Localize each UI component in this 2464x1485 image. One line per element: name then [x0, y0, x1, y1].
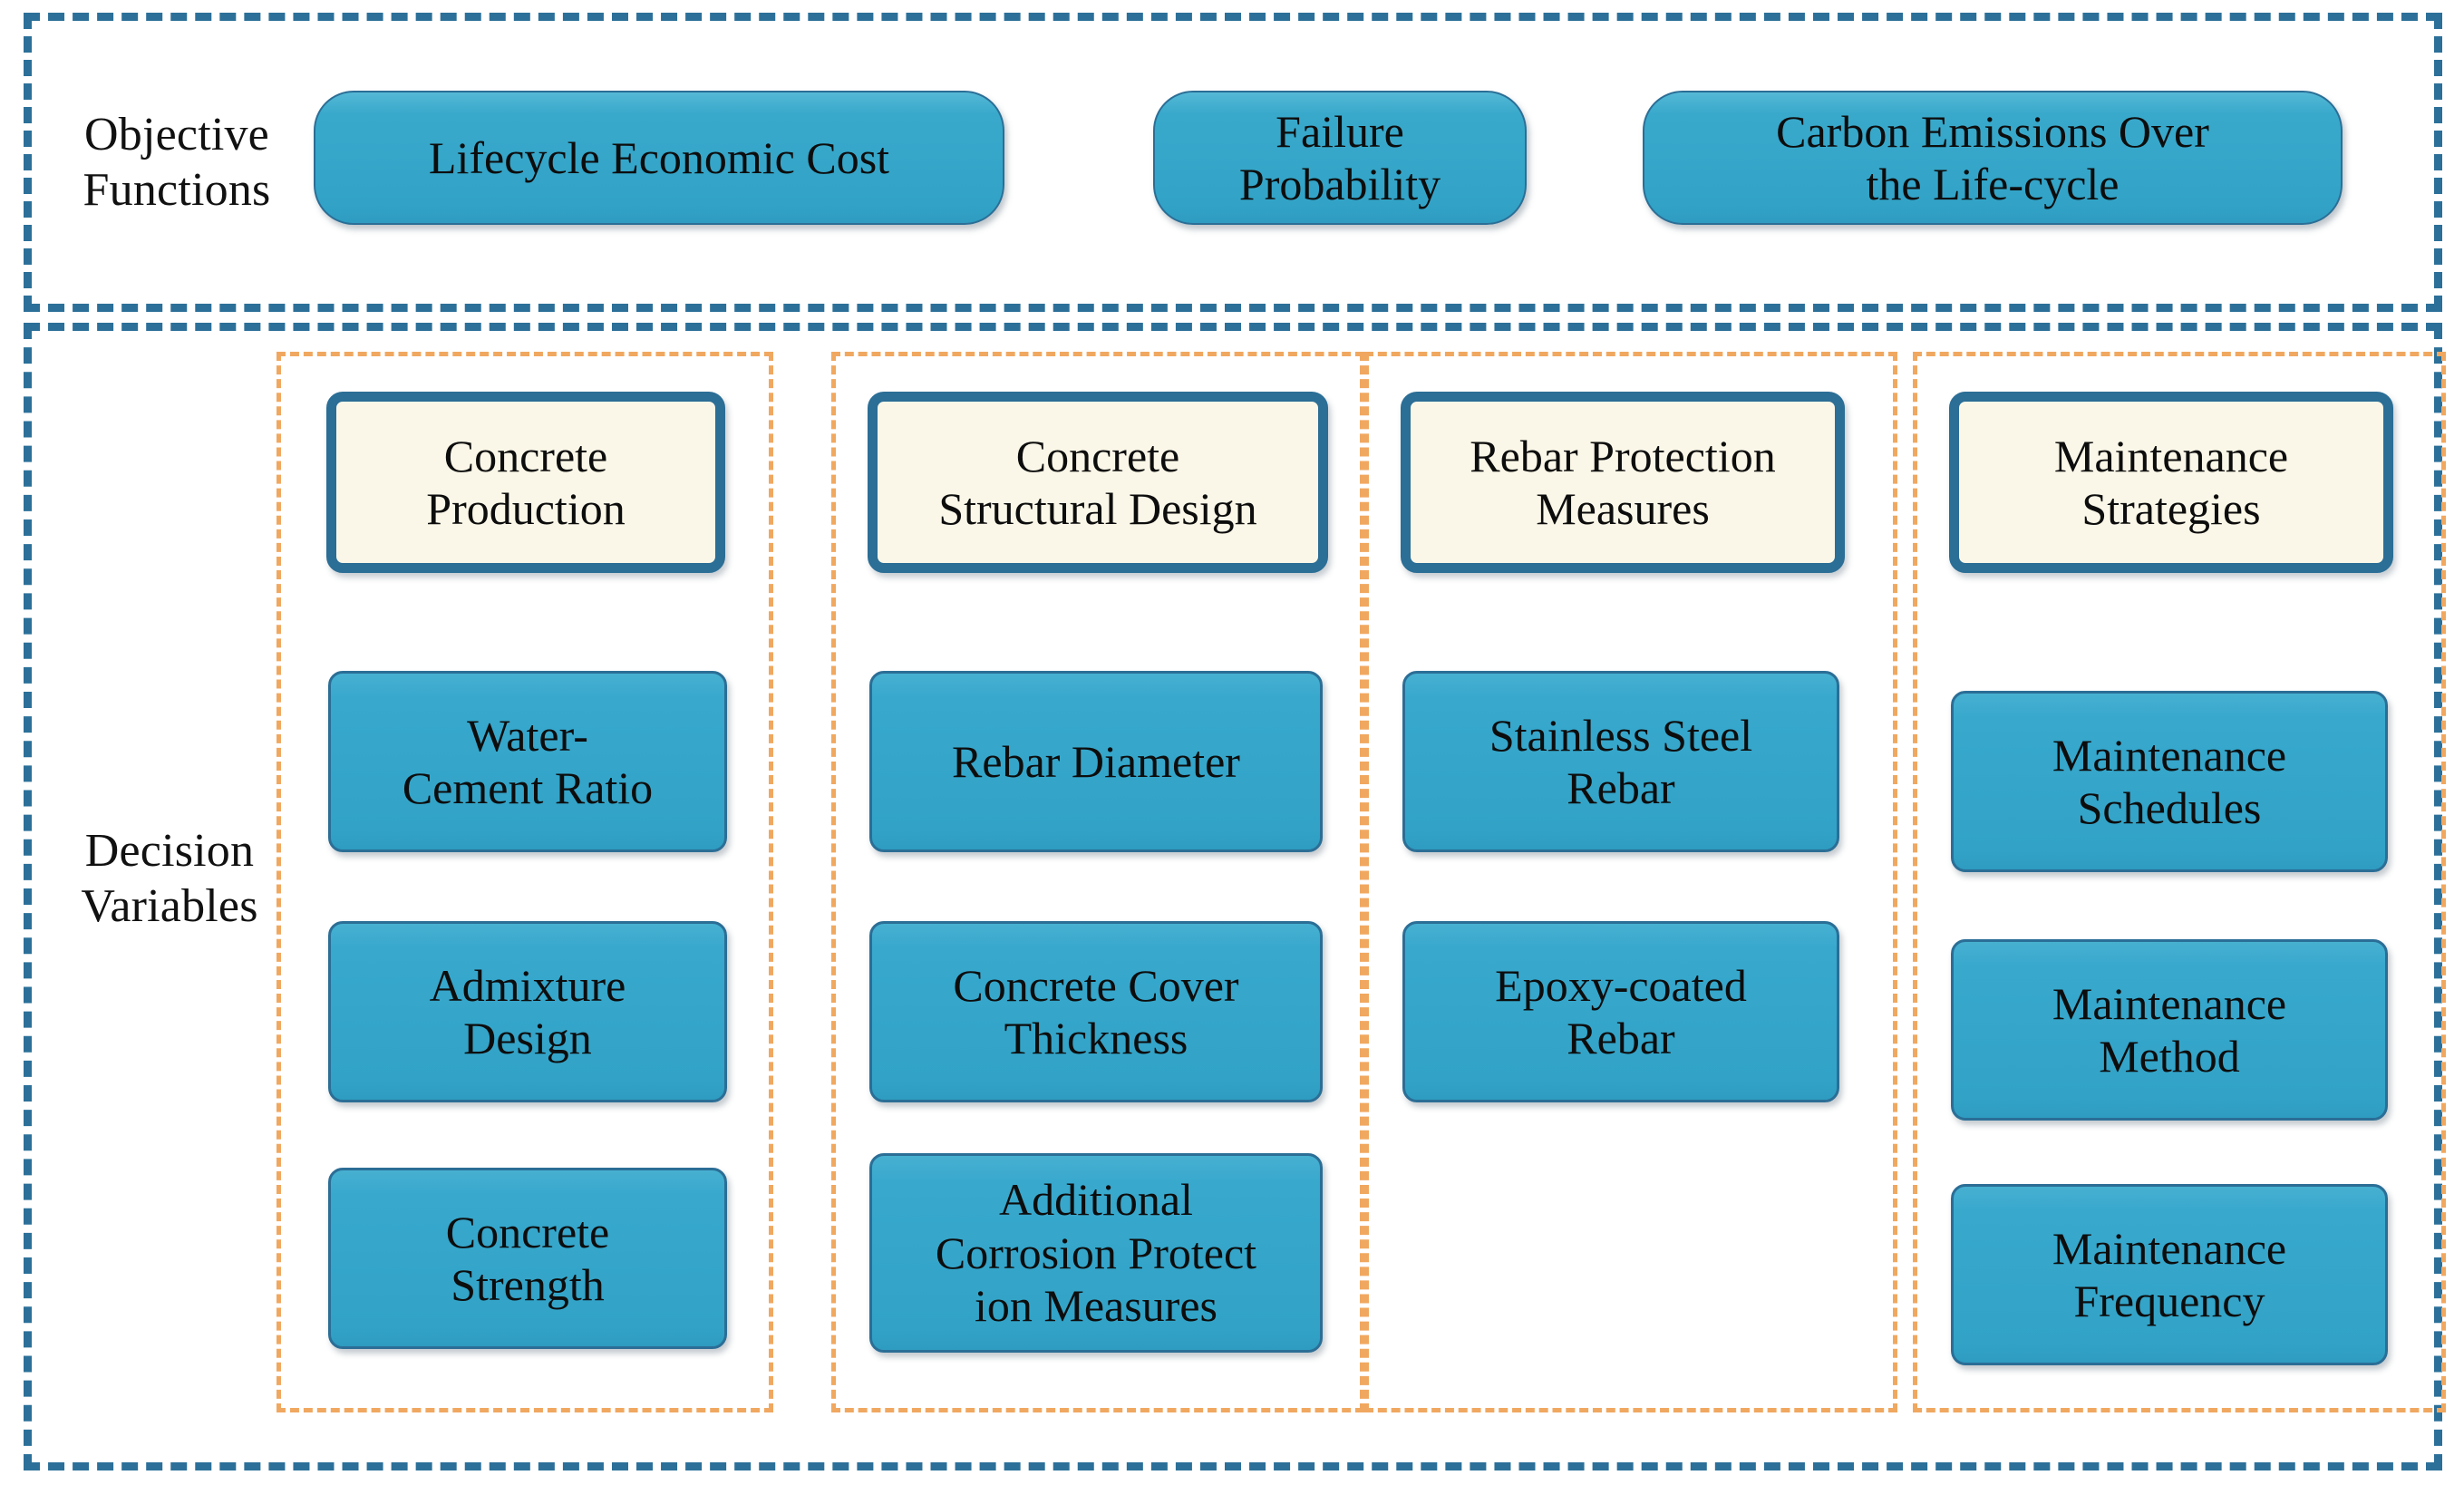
variable-box-label: Maintenance Schedules: [2052, 729, 2287, 834]
category-box-label: Concrete Structural Design: [938, 430, 1257, 535]
variable-box-label: Epoxy-coated Rebar: [1495, 959, 1747, 1064]
objective-pill-label: Lifecycle Economic Cost: [428, 132, 890, 183]
decision-variables-label: Decision Variables: [81, 825, 258, 933]
variable-box-label: Rebar Diameter: [952, 735, 1240, 787]
variable-box-water-cement-ratio[interactable]: Water- Cement Ratio: [328, 671, 727, 852]
category-box-label: Concrete Production: [426, 430, 626, 535]
objective-pill-carbon-emissions[interactable]: Carbon Emissions Over the Life-cycle: [1643, 91, 2343, 225]
variable-box-admixture-design[interactable]: Admixture Design: [328, 921, 727, 1102]
variable-box-concrete-strength[interactable]: Concrete Strength: [328, 1168, 727, 1349]
objective-pill-lifecycle-economic-cost[interactable]: Lifecycle Economic Cost: [314, 91, 1004, 225]
objective-functions-label: Objective Functions: [82, 109, 271, 217]
variable-box-rebar-diameter[interactable]: Rebar Diameter: [869, 671, 1323, 852]
variable-box-label: Water- Cement Ratio: [402, 709, 654, 814]
decision-column-concrete-structural-design: [831, 352, 1364, 1412]
variable-box-label: Maintenance Frequency: [2052, 1222, 2287, 1327]
decision-column-rebar-protection-measures: [1364, 352, 1897, 1412]
category-box-label: Maintenance Strategies: [2053, 430, 2289, 535]
category-box-maintenance-strategies[interactable]: Maintenance Strategies: [1949, 392, 2393, 573]
decision-column-concrete-production: [276, 352, 773, 1412]
category-box-rebar-protection-measures[interactable]: Rebar Protection Measures: [1401, 392, 1845, 573]
variable-box-label: Maintenance Method: [2052, 977, 2287, 1082]
variable-box-additional-corrosion-protection-measures[interactable]: Additional Corrosion Protect ion Measure…: [869, 1153, 1323, 1353]
objective-pill-failure-probability[interactable]: Failure Probability: [1153, 91, 1527, 225]
variable-box-label: Additional Corrosion Protect ion Measure…: [935, 1174, 1257, 1332]
objective-pill-label: Carbon Emissions Over the Life-cycle: [1776, 106, 2209, 209]
category-box-label: Rebar Protection Measures: [1470, 430, 1776, 535]
variable-box-maintenance-method[interactable]: Maintenance Method: [1951, 939, 2388, 1121]
category-box-concrete-production[interactable]: Concrete Production: [326, 392, 725, 573]
variable-box-concrete-cover-thickness[interactable]: Concrete Cover Thickness: [869, 921, 1323, 1102]
variable-box-epoxy-coated-rebar[interactable]: Epoxy-coated Rebar: [1402, 921, 1839, 1102]
variable-box-label: Concrete Cover Thickness: [953, 959, 1239, 1064]
variable-box-label: Concrete Strength: [445, 1206, 610, 1311]
variable-box-stainless-steel-rebar[interactable]: Stainless Steel Rebar: [1402, 671, 1839, 852]
variable-box-label: Admixture Design: [429, 959, 626, 1064]
category-box-concrete-structural-design[interactable]: Concrete Structural Design: [868, 392, 1328, 573]
decision-column-maintenance-strategies: [1913, 352, 2446, 1412]
objective-pill-label: Failure Probability: [1238, 106, 1441, 209]
variable-box-maintenance-frequency[interactable]: Maintenance Frequency: [1951, 1184, 2388, 1365]
variable-box-maintenance-schedules[interactable]: Maintenance Schedules: [1951, 691, 2388, 872]
variable-box-label: Stainless Steel Rebar: [1489, 709, 1753, 814]
